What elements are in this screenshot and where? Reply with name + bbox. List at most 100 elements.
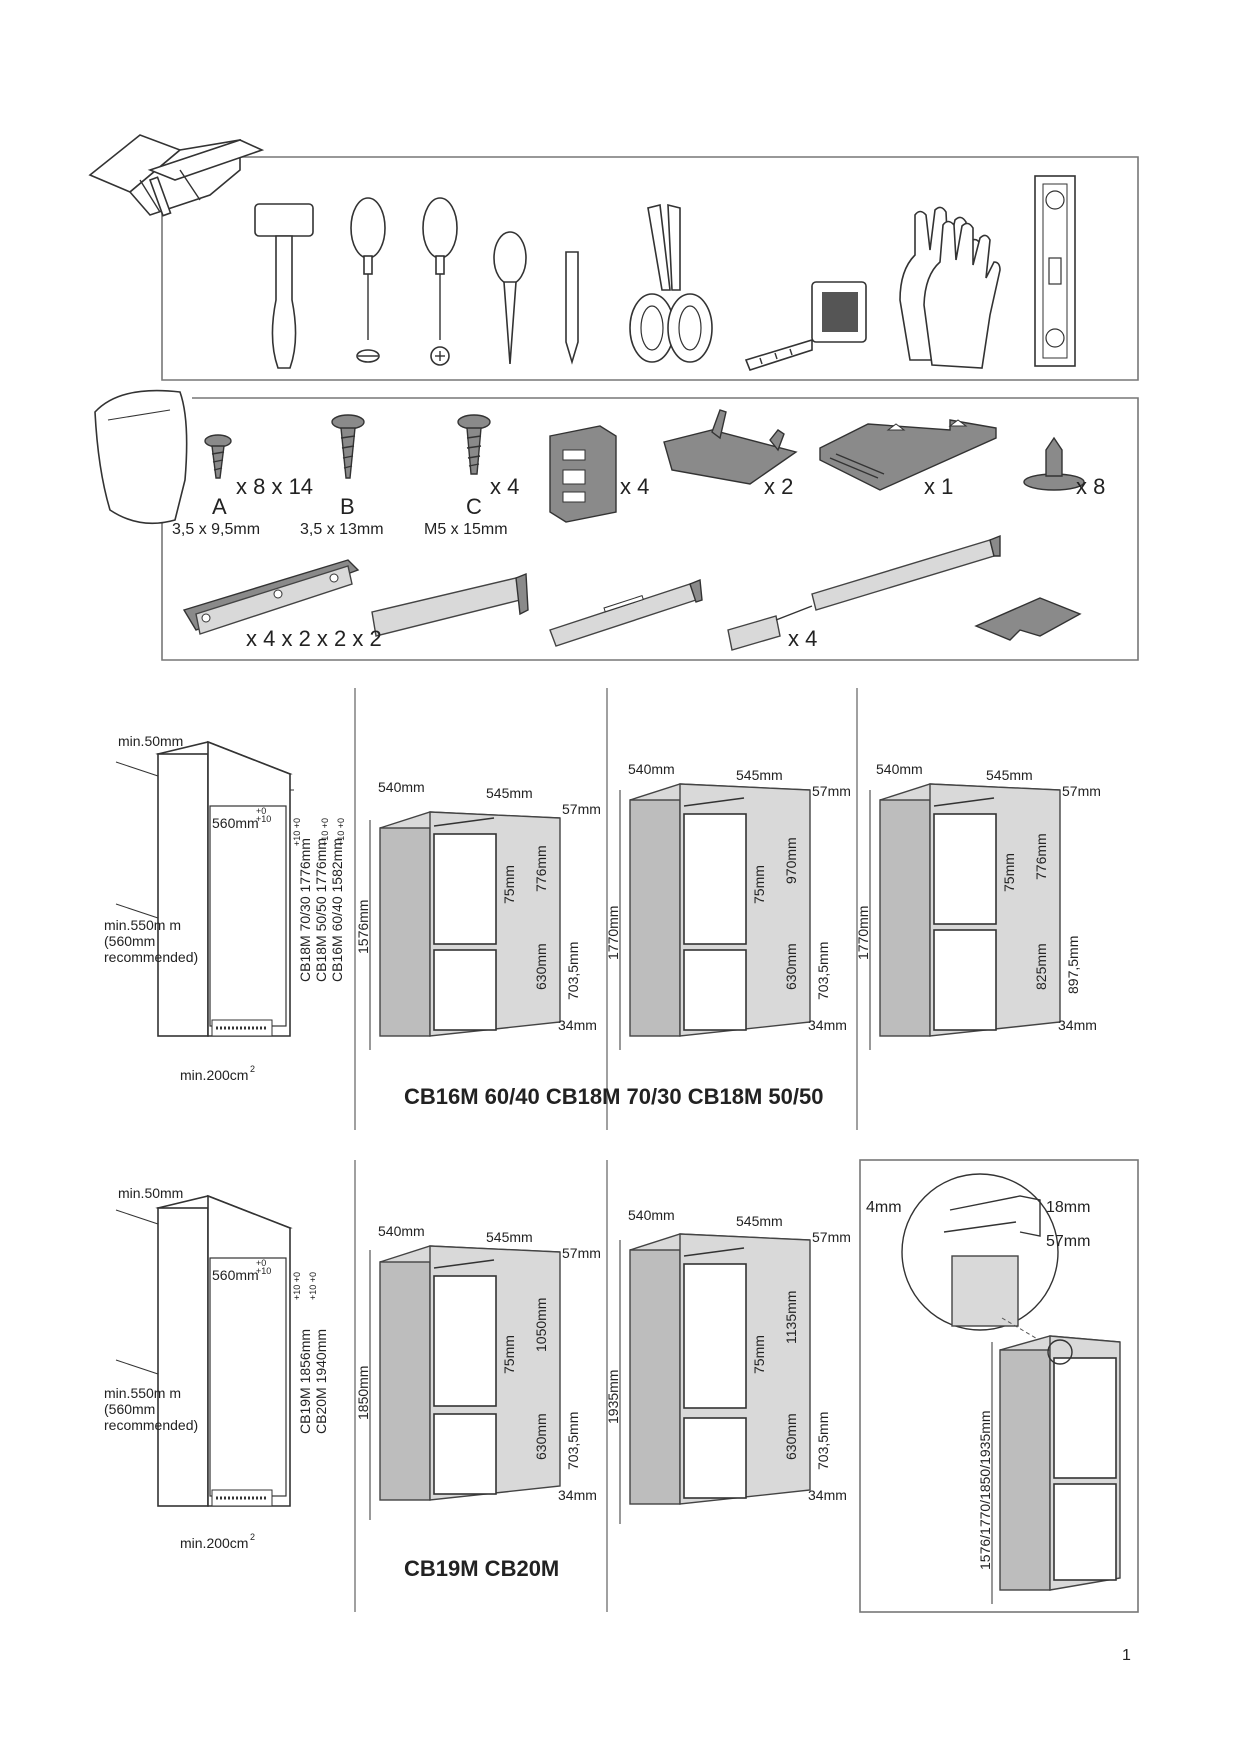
niche2-width: 560mm <box>212 1267 259 1283</box>
screw-c-icon <box>457 414 491 475</box>
flat-screwdriver-icon <box>350 197 386 363</box>
niche1-depth-2: (560mm <box>104 933 155 949</box>
niche1-height-2: CB18M 50/50 1776mm <box>313 838 329 982</box>
niche2-depth-1: min.550m m <box>104 1385 181 1401</box>
niche2-depth-2: (560mm <box>104 1401 155 1417</box>
b1-total: 1850mm <box>355 1366 371 1420</box>
b2-bottom: 34mm <box>808 1487 847 1503</box>
niche1-tol-h1: +10 +0 <box>292 818 302 846</box>
a2-total: 1770mm <box>605 906 621 960</box>
niche1-depth-3: recommended) <box>104 949 198 965</box>
a1-gap: 75mm <box>501 865 517 904</box>
screw-c-qty: x 4 <box>490 474 519 499</box>
b1-top: 57mm <box>562 1245 601 1261</box>
b1-width: 540mm <box>378 1223 425 1239</box>
a1-upper: 776mm <box>533 845 549 892</box>
b1-upper: 1050mm <box>533 1298 549 1352</box>
niche-cabinet-row1 <box>115 740 294 1037</box>
rail-1-icon <box>182 559 360 635</box>
screw-a-size: 3,5 x 9,5mm <box>172 521 260 538</box>
b2-gap: 75mm <box>751 1335 767 1374</box>
niche1-height-1: CB18M 70/30 1776mm <box>297 838 313 982</box>
screw-c-letter: C <box>466 494 482 519</box>
niche2-min-top: min.50mm <box>118 1185 183 1201</box>
niche2-tol-h1: +10 +0 <box>292 1272 302 1300</box>
vent-plate-icon <box>819 419 997 491</box>
b2-top: 57mm <box>812 1229 851 1245</box>
gloves-icon <box>899 206 1001 369</box>
niche2-height-1: CB19M 1856mm <box>297 1329 313 1434</box>
a1-bottom: 34mm <box>558 1017 597 1033</box>
screw-b-letter: B <box>340 494 355 519</box>
niche2-tol-h2: +10 +0 <box>308 1272 318 1300</box>
phillips-screwdriver-icon <box>422 197 458 366</box>
detail-panel <box>859 1159 1139 1613</box>
fridge-3-row1 <box>869 783 1061 1050</box>
a2-top: 57mm <box>812 783 851 799</box>
niche1-min-top: min.50mm <box>118 733 183 749</box>
pencil-icon <box>565 251 579 365</box>
bracket-qty: x 4 <box>620 474 649 499</box>
plug-qty: x 8 <box>1076 474 1105 499</box>
a2-bottom: 34mm <box>808 1017 847 1033</box>
a2-gap: 75mm <box>751 865 767 904</box>
a1-width: 540mm <box>378 779 425 795</box>
b2-width: 540mm <box>628 1207 675 1223</box>
a3-width: 540mm <box>876 761 923 777</box>
niche-cabinet-row2 <box>115 1194 293 1507</box>
bracket-icon <box>549 425 617 523</box>
a1-lower: 630mm <box>533 943 549 990</box>
hinge-plate-qty: x 2 <box>764 474 793 499</box>
awl-icon <box>493 231 527 365</box>
a2-depth: 545mm <box>736 767 783 783</box>
niche1-height-3: CB16M 60/40 1582mm <box>329 838 345 982</box>
screw-b-size: 3,5 x 13mm <box>300 521 384 538</box>
a1-top: 57mm <box>562 801 601 817</box>
b1-gap: 75mm <box>501 1335 517 1374</box>
a1-depth: 545mm <box>486 785 533 801</box>
fridge-1-row1 <box>369 811 561 1050</box>
vent-plate-qty: x 1 <box>924 474 953 499</box>
b1-bottom: 34mm <box>558 1487 597 1503</box>
b1-lower2: 703,5mm <box>565 1412 581 1470</box>
niche1-tol-b: +10 <box>256 814 271 824</box>
a3-bottom: 34mm <box>1058 1017 1097 1033</box>
rail-3-icon <box>549 579 703 647</box>
niche2-depth-3: recommended) <box>104 1417 198 1433</box>
niche1-width: 560mm <box>212 815 259 831</box>
models-row1: CB16M 60/40 CB18M 70/30 CB18M 50/50 <box>404 1084 823 1109</box>
fridge-1-row2 <box>369 1245 561 1520</box>
bag-icon <box>94 389 188 525</box>
niche1-tol-a: +0 <box>256 806 266 816</box>
niche1-tol-h3: +10 +0 <box>336 818 346 846</box>
a3-lower: 825mm <box>1033 943 1049 990</box>
a3-total: 1770mm <box>855 906 871 960</box>
detail-lower: 57mm <box>1046 1233 1090 1250</box>
tape-measure-icon <box>744 281 867 371</box>
fridge-2-row1 <box>619 783 811 1050</box>
toolbox-icon <box>88 134 265 217</box>
b2-lower: 630mm <box>783 1413 799 1460</box>
b1-lower: 630mm <box>533 1413 549 1460</box>
rails-qty: x 4 x 2 x 2 x 2 <box>246 626 382 651</box>
screw-b-icon <box>331 414 365 479</box>
niche2-tol-b: +10 <box>256 1266 271 1276</box>
rail-2-icon <box>371 572 529 637</box>
a1-total: 1576mm <box>355 900 371 954</box>
screw-c-size: M5 x 15mm <box>424 521 508 538</box>
mallet-icon <box>254 203 314 369</box>
niche1-vent-sup: 2 <box>250 1064 255 1074</box>
a2-upper: 970mm <box>783 837 799 884</box>
spirit-level-icon <box>1034 175 1076 367</box>
a3-gap: 75mm <box>1001 853 1017 892</box>
detail-gap: 4mm <box>866 1199 902 1216</box>
fridge-2-row2 <box>619 1233 811 1524</box>
rail-4-icon <box>727 534 1001 651</box>
niche2-height-2: CB20M 1940mm <box>313 1329 329 1434</box>
b2-total: 1935mm <box>605 1370 621 1424</box>
screw-a-icon <box>204 434 232 479</box>
tools-panel <box>161 156 1139 381</box>
niche2-tol-a: +0 <box>256 1258 266 1268</box>
hinge-plate-icon <box>663 409 798 485</box>
